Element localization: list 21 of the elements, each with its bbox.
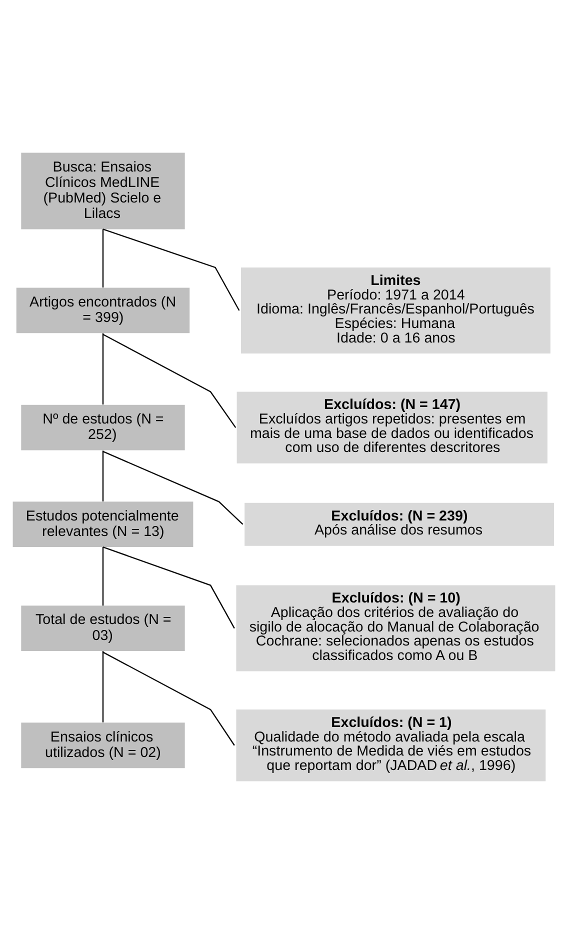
connector — [102, 650, 104, 722]
node-box: Excluídos: (N = 147) Excluídos artigos repetidos: presentes em mais de uma base de dados ou identificados com uso de diferentes descritores — [236, 391, 548, 463]
node-box: Limites Período: 1971 a 2014 Idioma: Inglês/Francês/Espanhol/Português Espécies: Humana Idade: 0 a 16 anos — [241, 266, 550, 353]
node-box: Excluídos: (N = 1) Qualidade do método avaliada pela escala “Instrumento de Medida de viés em estudos que reportam dor” (JADAD et al., 1996) — [236, 709, 546, 781]
node-box: Estudos potencialmente relevantes (N = 13) — [12, 501, 194, 547]
connector — [102, 546, 104, 606]
node-box: Excluídos: (N = 239) Após análise dos resumos — [244, 502, 554, 546]
connector — [102, 546, 235, 628]
connector — [102, 450, 104, 501]
connector — [102, 228, 104, 287]
node-box: Excluídos: (N = 10) Aplicação dos critérios de avaliação do sigilo de alocação do Manual de Colaboração Cochrane: selecionados apenas os estudos classificados como A ou B — [236, 584, 556, 671]
node-box: Artigos encontrados (N = 399) — [16, 287, 190, 333]
connector — [102, 332, 104, 404]
node-box: Ensaios clínicos utilizados (N = 02) — [21, 722, 185, 768]
connector — [102, 450, 244, 524]
connector — [102, 651, 235, 746]
node-box: Busca: Ensaios Clínicos MedLINE (PubMed) Scielo e Lilacs — [21, 152, 185, 229]
node-box: Total de estudos (N = 03) — [21, 605, 185, 650]
connector — [102, 228, 240, 310]
node-box: Nº de estudos (N = 252) — [21, 404, 185, 450]
connector — [102, 333, 236, 428]
